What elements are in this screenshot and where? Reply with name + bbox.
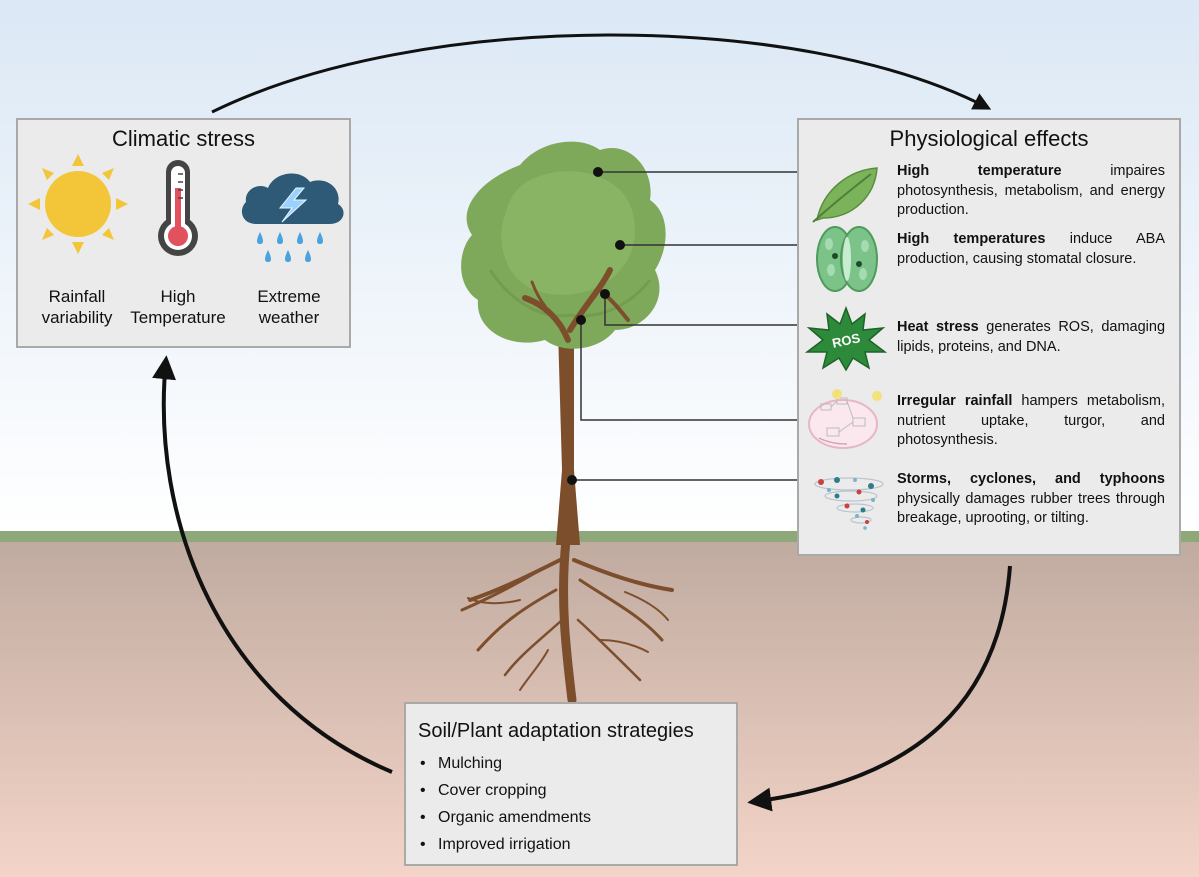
physiological-effects-panel: Physiological effects ROS [797, 118, 1181, 556]
stomata-icon [816, 226, 878, 292]
effect-storms: Storms, cyclones, and typhoons physicall… [897, 471, 1165, 526]
physiological-effects-title: Physiological effects [889, 126, 1089, 151]
climatic-label-rainfall: Rainfall variability [41, 287, 113, 327]
storm-cloud-icon [241, 173, 344, 262]
arrow-climatic-to-effects [211, 33, 992, 114]
climatic-label-extreme-weather: Extreme weather [257, 287, 321, 327]
arrow-strategies-to-climatic [152, 355, 393, 774]
climatic-stress-panel: Climatic stress [16, 118, 351, 348]
ground-line [0, 531, 1199, 542]
arrow-effects-to-strategies [747, 565, 1012, 812]
cyclone-icon [814, 477, 884, 530]
effect-aba-production: High temperatures induce ABA production,… [897, 231, 1165, 267]
tree-canopy [461, 141, 666, 349]
list-item: Mulching [418, 750, 591, 777]
list-item: Organic amendments [418, 804, 591, 831]
climatic-stress-title: Climatic stress [111, 126, 255, 151]
adaptation-strategies-list: Mulching Cover cropping Organic amendmen… [418, 750, 591, 858]
list-item: Cover cropping [418, 777, 591, 804]
tree-roots [460, 535, 674, 705]
ros-burst-icon: ROS [805, 306, 887, 372]
ros-icon-label: ROS [831, 330, 862, 351]
adaptation-strategies-title: Soil/Plant adaptation strategies [418, 720, 694, 742]
effect-high-temperature: High temperature impaires photosynthesis… [897, 163, 1165, 218]
sun-icon [28, 154, 128, 254]
adaptation-strategies-panel: Soil/Plant adaptation strategies Mulchin… [404, 702, 738, 866]
connector-dots [567, 167, 625, 485]
thermometer-icon [158, 160, 198, 256]
effect-heat-stress-ros: Heat stress generates ROS, damaging lipi… [897, 319, 1166, 355]
tree-trunk [556, 330, 580, 545]
connector-lines [572, 171, 798, 481]
climatic-label-temperature: High Temperature [130, 287, 226, 327]
list-item: Improved irrigation [418, 831, 591, 858]
effect-irregular-rainfall: Irregular rainfall hampers metabolism, n… [897, 393, 1165, 448]
leaf-icon [812, 167, 878, 223]
cell-metabolism-icon [808, 389, 882, 449]
